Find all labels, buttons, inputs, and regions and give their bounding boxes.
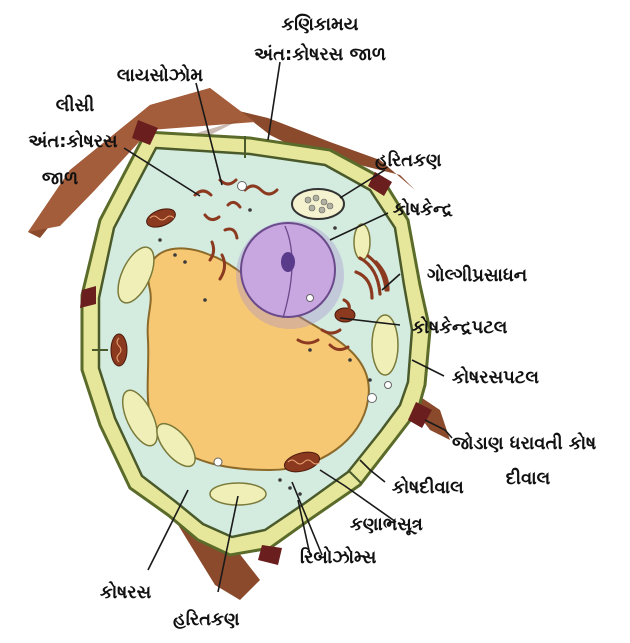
chloroplast-with-grana [292, 189, 344, 219]
label-kanikamay-line1: કણિકામય [281, 13, 358, 35]
label-lisi-line2: અંત:કોષરસ [28, 130, 118, 152]
label-koshdival: કોષદીવાલ [392, 476, 464, 498]
label-jodan-line2: દીવાલ [506, 467, 551, 489]
label-ribozoms: રિબોઝોમ્સ [300, 546, 377, 568]
label-laysozom: લાયસોઝોમ [117, 64, 204, 86]
nucleus [236, 221, 344, 329]
label-haritkan-top: હરિતકણ [375, 149, 442, 171]
label-golgi: ગોલ્ગીપ્રસાધન [427, 264, 528, 286]
label-koshras: કોષરસ [100, 581, 152, 603]
label-haritkan-bottom: હરિતકણ [173, 608, 240, 630]
label-koshkendrapatal: કોષકેન્દ્રપટલ [412, 316, 508, 338]
nucleolus [281, 252, 295, 272]
label-lisi-line3: જાળ [42, 168, 78, 189]
label-koshkendra: કોષકેન્દ્ર [393, 198, 453, 220]
label-koshraspatal: કોષરસપટલ [452, 366, 539, 388]
label-jodan-line1: જોડાણ ધરાવતી કોષ [452, 432, 596, 454]
label-kanikamay-line2: અંત:કોષરસ જાળ [254, 43, 386, 65]
label-kanabhsutra: કણાભસૂત્ર [350, 514, 423, 535]
label-lisi-line1: લીસી [56, 94, 94, 116]
